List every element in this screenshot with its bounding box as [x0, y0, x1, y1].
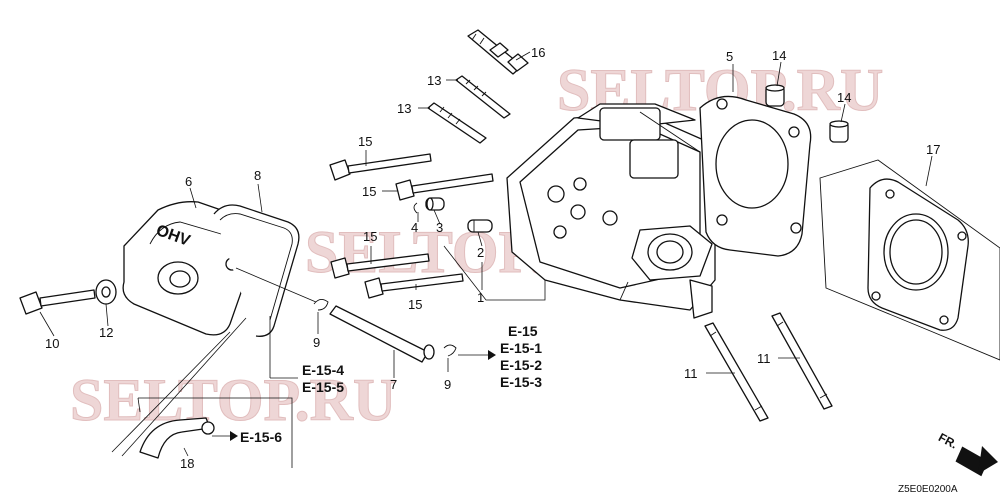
reference-e-15: E-15 — [508, 323, 538, 339]
part-number-3: 3 — [436, 220, 443, 235]
part-number-11-left: 11 — [684, 366, 698, 381]
reference-e-15-1: E-15-1 — [500, 340, 542, 356]
leader-lines — [39, 51, 933, 457]
part-number-9-upper: 9 — [313, 335, 320, 350]
cylinder-head — [506, 103, 716, 319]
part-number-16: 16 — [531, 45, 545, 60]
part-number-2: 2 — [477, 245, 484, 260]
reference-e-15-4: E-15-4 — [302, 362, 344, 378]
part-number-18: 18 — [180, 456, 194, 471]
part-number-11-right: 11 — [757, 351, 771, 366]
collar — [467, 219, 493, 233]
head-gasket — [699, 95, 812, 257]
part-number-13-lower: 13 — [397, 101, 411, 116]
part-number-8: 8 — [254, 168, 261, 183]
watermark-bottom: SELTOP.RU — [70, 367, 396, 433]
reference-e-15-5: E-15-5 — [302, 379, 344, 395]
part-number-15-b: 15 — [362, 184, 376, 199]
part-number-4: 4 — [411, 220, 418, 235]
reference-e-15-6: E-15-6 — [240, 429, 282, 445]
front-direction-arrow — [955, 446, 998, 477]
breather-hose — [139, 417, 215, 459]
drawing-code: Z5E0E0200A — [898, 484, 958, 495]
stud-bolt-upper — [455, 75, 511, 119]
flange-bolt-3 — [330, 253, 430, 279]
flange-bolt-4 — [364, 273, 464, 299]
part-number-13-upper: 13 — [427, 73, 441, 88]
sealing-washer — [95, 279, 117, 305]
cover-bolt — [19, 289, 96, 315]
part-number-10: 10 — [45, 336, 59, 351]
part-number-7: 7 — [390, 377, 397, 392]
flange-bolt-1 — [329, 153, 432, 181]
part-number-14-upper: 14 — [772, 48, 786, 63]
head-cover-gasket — [213, 204, 300, 337]
part-number-15-a: 15 — [358, 134, 372, 149]
reference-arrow-e15 — [458, 350, 496, 360]
exhaust-gasket — [819, 159, 1000, 361]
flange-bolt-2 — [395, 173, 494, 201]
front-direction-label: FR. — [936, 430, 960, 451]
breather-tube — [329, 305, 435, 363]
dowel-pin — [425, 197, 445, 211]
spark-plug — [467, 29, 529, 75]
part-number-15-d: 15 — [408, 297, 422, 312]
dowel-pin-lower — [829, 120, 849, 143]
reference-e-15-3: E-15-3 — [500, 374, 542, 390]
tube-clip-upper — [313, 299, 329, 311]
part-number-14-lower: 14 — [837, 90, 851, 105]
dowel-pin-upper — [765, 84, 785, 107]
part-number-17: 17 — [926, 142, 940, 157]
part-number-15-c: 15 — [363, 229, 377, 244]
long-stud-left — [704, 322, 769, 422]
clip — [413, 202, 418, 214]
reference-e-15-2: E-15-2 — [500, 357, 542, 373]
part-number-1: 1 — [477, 290, 484, 305]
part-number-12: 12 — [99, 325, 113, 340]
part-number-9-lower: 9 — [444, 377, 451, 392]
part-number-5: 5 — [726, 49, 733, 64]
part-number-6: 6 — [185, 174, 192, 189]
stud-bolt-lower — [427, 102, 487, 144]
long-stud-right — [771, 312, 833, 410]
tube-clip-lower — [443, 344, 457, 357]
reference-arrow-e15-6 — [212, 431, 238, 441]
